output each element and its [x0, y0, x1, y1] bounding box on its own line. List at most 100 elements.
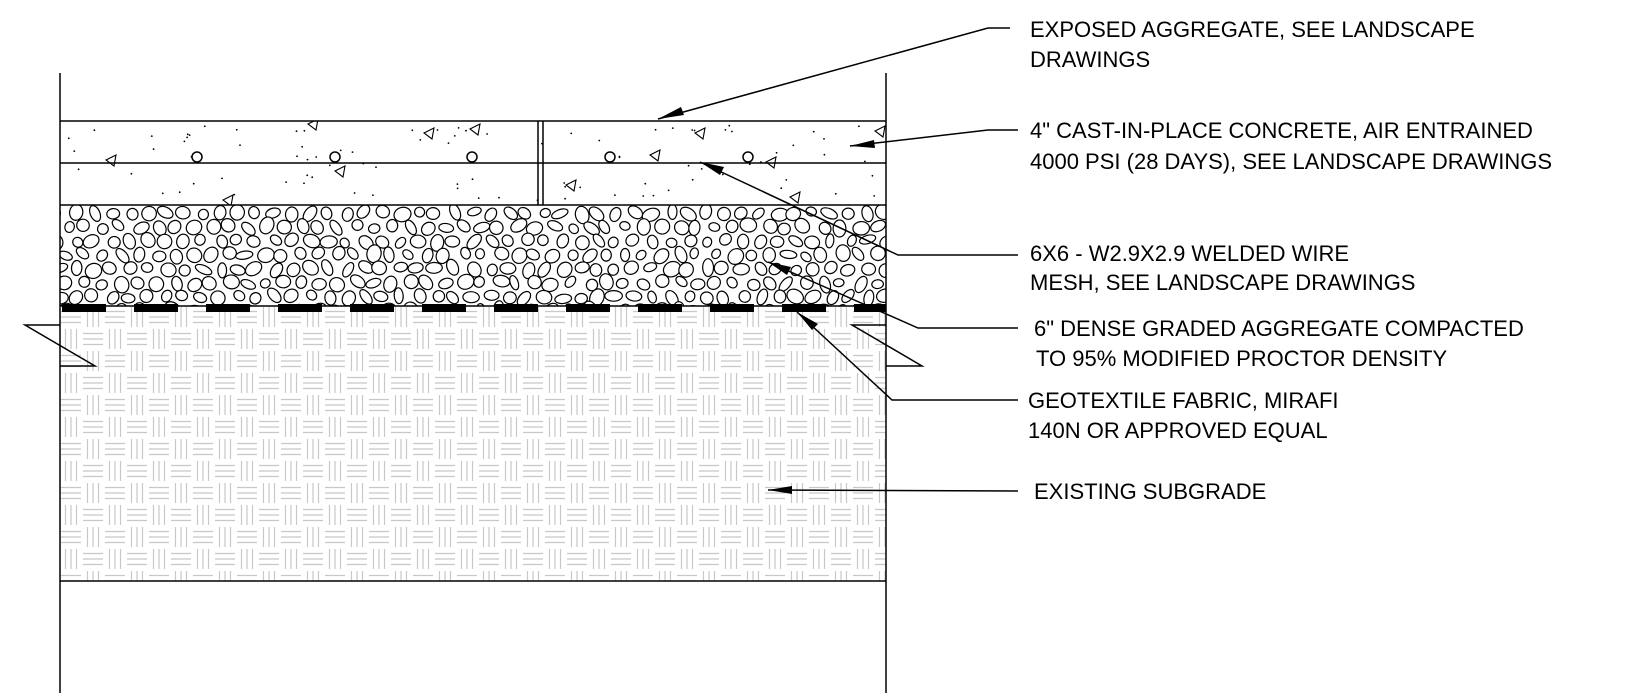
aggregate-stone — [393, 206, 412, 223]
dense-graded-aggregate-layer — [60, 205, 886, 306]
concrete-aggregate-triangle — [788, 191, 801, 204]
concrete-stipple-dot — [724, 129, 727, 131]
aggregate-stone — [646, 234, 659, 250]
aggregate-stone — [365, 277, 382, 289]
aggregate-stone — [248, 205, 260, 220]
aggregate-stone — [107, 235, 121, 249]
aggregate-stone — [525, 221, 544, 236]
aggregate-stone — [84, 262, 103, 280]
aggregate-stone — [501, 234, 514, 247]
aggregate-stone — [249, 292, 262, 305]
concrete-aggregate-triangle — [693, 127, 706, 140]
aggregate-stone — [840, 263, 856, 277]
aggregate-stone — [834, 304, 848, 306]
aggregate-stone — [556, 261, 573, 279]
aggregate-stone — [539, 207, 551, 219]
aggregate-stone — [846, 234, 858, 247]
concrete-stipple-dot — [233, 193, 236, 196]
aggregate-stone — [688, 219, 701, 237]
aggregate-stone — [832, 219, 847, 238]
leader-arrowheads — [658, 107, 875, 494]
concrete-stipple-dot — [570, 132, 573, 135]
aggregate-stone — [702, 236, 713, 248]
aggregate-stone — [719, 233, 732, 246]
aggregate-stone — [240, 278, 257, 290]
aggregate-stone — [736, 233, 750, 250]
aggregate-stone — [244, 261, 263, 277]
aggregate-stone — [68, 205, 84, 221]
aggregate-stone — [367, 223, 381, 234]
aggregate-stone — [488, 220, 504, 236]
aggregate-stone — [133, 302, 149, 306]
aggregate-stone — [320, 259, 334, 277]
concrete-stipple-dot — [654, 128, 657, 131]
aggregate-stone — [194, 263, 213, 276]
aggregate-stone — [684, 290, 696, 303]
aggregate-stone — [266, 287, 282, 304]
concrete-aggregate-triangle — [104, 154, 117, 167]
aggregate-stone — [329, 304, 341, 306]
aggregate-stone — [201, 275, 217, 291]
concrete-stipple-dot — [186, 133, 189, 136]
aggregate-stone — [727, 248, 745, 265]
aggregate-stone — [140, 231, 156, 249]
aggregate-stone — [752, 207, 765, 220]
aggregate-stone — [805, 262, 820, 277]
aggregate-stone — [522, 262, 536, 280]
aggregate-stone — [407, 262, 424, 274]
aggregate-stone — [643, 262, 658, 273]
callout-aggregate-base-line-1: 6" DENSE GRADED AGGREGATE COMPACTED — [1034, 316, 1524, 341]
aggregate-stone — [863, 289, 875, 306]
aggregate-stone — [366, 244, 382, 264]
aggregate-stone — [745, 249, 758, 262]
aggregate-stone — [503, 206, 519, 221]
aggregate-stone — [763, 218, 779, 234]
concrete-stipple-dot — [419, 139, 422, 141]
concrete-stipple-dot — [447, 142, 450, 145]
callout-geotextile-line-1: GEOTEXTILE FABRIC, MIRAFI — [1028, 388, 1339, 413]
aggregate-stone — [654, 218, 671, 235]
aggregate-stone — [494, 246, 510, 261]
concrete-stipple-dot — [67, 137, 70, 140]
aggregate-stone — [123, 261, 138, 275]
concrete-stipple-dot — [188, 134, 191, 137]
aggregate-stone — [60, 291, 69, 305]
aggregate-stone — [604, 290, 623, 302]
aggregate-stone — [678, 262, 694, 278]
aggregate-stone — [160, 262, 177, 278]
aggregate-stone — [542, 302, 560, 306]
concrete-stipple-dot — [303, 182, 305, 185]
aggregate-stone — [619, 247, 631, 263]
aggregate-stone — [351, 218, 364, 232]
aggregate-stone — [874, 205, 886, 221]
aggregate-stone — [527, 274, 542, 290]
concrete-stipple-dot — [579, 186, 582, 189]
aggregate-stone — [259, 278, 271, 289]
concrete-stipple-dot — [301, 145, 304, 148]
aggregate-stone — [233, 289, 246, 302]
aggregate-stone — [779, 249, 798, 260]
concrete-stipple-dot — [498, 196, 500, 199]
aggregate-stone — [246, 235, 261, 248]
aggregate-stone — [371, 260, 388, 276]
aggregate-stone — [690, 278, 706, 291]
concrete-aggregate-triangle — [468, 123, 481, 136]
aggregate-stone — [375, 205, 391, 219]
aggregate-stone — [788, 235, 804, 248]
aggregate-stone — [567, 249, 579, 261]
aggregate-stone — [96, 223, 109, 235]
aggregate-stone — [535, 289, 553, 305]
aggregate-stone — [213, 205, 227, 221]
aggregate-stone — [101, 261, 117, 275]
wire-mesh-dots — [191, 151, 754, 163]
concrete-stipple-dot — [130, 172, 133, 175]
aggregate-stone — [684, 234, 698, 248]
concrete-stipple-dot — [564, 197, 566, 200]
concrete-stipple-dot — [150, 135, 153, 138]
aggregate-stone — [485, 234, 500, 249]
aggregate-stone — [152, 250, 167, 263]
aggregate-stone — [673, 220, 690, 236]
aggregate-stone — [667, 205, 678, 221]
aggregate-stone — [769, 235, 785, 249]
concrete-stipple-dot — [436, 129, 439, 131]
